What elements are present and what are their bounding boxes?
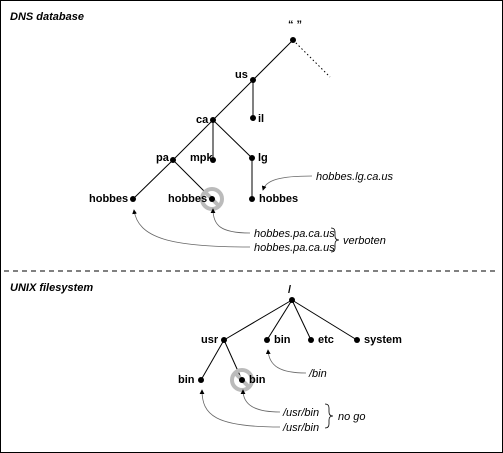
label-usr-bin1: bin bbox=[178, 374, 195, 386]
dns-section-title: DNS database bbox=[10, 11, 84, 23]
node-root bbox=[290, 37, 296, 43]
edge-root-system bbox=[291, 299, 358, 341]
node-hobbes3 bbox=[249, 196, 255, 202]
label-bin: bin bbox=[274, 334, 291, 346]
unix-section-title: UNIX filesystem bbox=[10, 282, 93, 294]
edge-ca-lg bbox=[212, 119, 253, 159]
edge-usr-bin2 bbox=[223, 339, 243, 381]
label-hobbes2: hobbes bbox=[168, 193, 207, 205]
node-etc bbox=[308, 337, 314, 343]
annotation-pa-path-1: hobbes.pa.ca.us bbox=[254, 228, 335, 240]
node-usr bbox=[221, 337, 227, 343]
edge-usr-bin1 bbox=[200, 339, 225, 381]
edge-ca-pa bbox=[172, 119, 214, 161]
edge-root-etc bbox=[291, 299, 312, 341]
pointer-bin-path bbox=[265, 349, 307, 374]
pointer-usr-bin-path-2 bbox=[199, 389, 281, 428]
label-hobbes1: hobbes bbox=[89, 193, 128, 205]
label-lg: lg bbox=[258, 152, 268, 164]
node-bin bbox=[264, 337, 270, 343]
annotation-verdict-no-go: no go bbox=[338, 411, 366, 423]
edge-us-ca bbox=[212, 79, 254, 121]
annotation-verdict-verboten: verboten bbox=[343, 235, 386, 247]
label-il: il bbox=[258, 113, 264, 125]
edge-root-more bbox=[292, 39, 331, 78]
edge-root-us bbox=[252, 39, 294, 81]
label-hobbes3: hobbes bbox=[259, 193, 298, 205]
node-ca bbox=[210, 117, 216, 123]
annotation-lg-path: hobbes.lg.ca.us bbox=[316, 171, 394, 183]
label-pa: pa bbox=[156, 152, 170, 164]
label-usr: usr bbox=[201, 334, 219, 346]
pointer-usr-bin-path-1 bbox=[240, 389, 281, 413]
verdict-brace-unix bbox=[324, 403, 334, 429]
label-etc: etc bbox=[318, 334, 334, 346]
annotation-bin-path: /bin bbox=[308, 368, 327, 380]
verdict-brace bbox=[330, 227, 340, 253]
node-mpk bbox=[210, 157, 216, 163]
node-usr-bin1 bbox=[198, 377, 204, 383]
label-system: system bbox=[364, 334, 402, 346]
label-mpk: mpk bbox=[190, 152, 214, 164]
annotation-usr-bin-path-2: /usr/bin bbox=[282, 422, 319, 434]
node-il bbox=[250, 115, 256, 121]
edge-root-bin bbox=[266, 299, 293, 341]
label-unix-root: / bbox=[288, 284, 291, 296]
label-us: us bbox=[235, 69, 248, 81]
edge-root-usr bbox=[223, 299, 293, 341]
node-hobbes2 bbox=[209, 196, 215, 202]
node-unix-root bbox=[289, 297, 295, 303]
label-root: “ ” bbox=[288, 19, 302, 31]
node-us bbox=[250, 77, 256, 83]
node-lg bbox=[249, 155, 255, 161]
node-pa bbox=[170, 157, 176, 163]
node-hobbes1 bbox=[130, 196, 136, 202]
dns-tree: “ ” us il ca pa mpk lg hobbes hobbes hob… bbox=[89, 19, 394, 254]
pointer-lg-path bbox=[261, 175, 313, 191]
unix-tree: / usr bin etc system bin bin /bin /usr/b… bbox=[178, 284, 402, 434]
pointer-pa-path-1 bbox=[210, 208, 251, 234]
node-usr-bin2 bbox=[239, 377, 245, 383]
annotation-pa-path-2: hobbes.pa.ca.us bbox=[254, 242, 335, 254]
label-usr-bin2: bin bbox=[249, 374, 266, 386]
edge-pa-hobbes1 bbox=[132, 159, 174, 200]
label-ca: ca bbox=[196, 114, 209, 126]
node-system bbox=[354, 337, 360, 343]
annotation-usr-bin-path-1: /usr/bin bbox=[282, 407, 319, 419]
pointer-pa-path-2 bbox=[132, 209, 251, 248]
